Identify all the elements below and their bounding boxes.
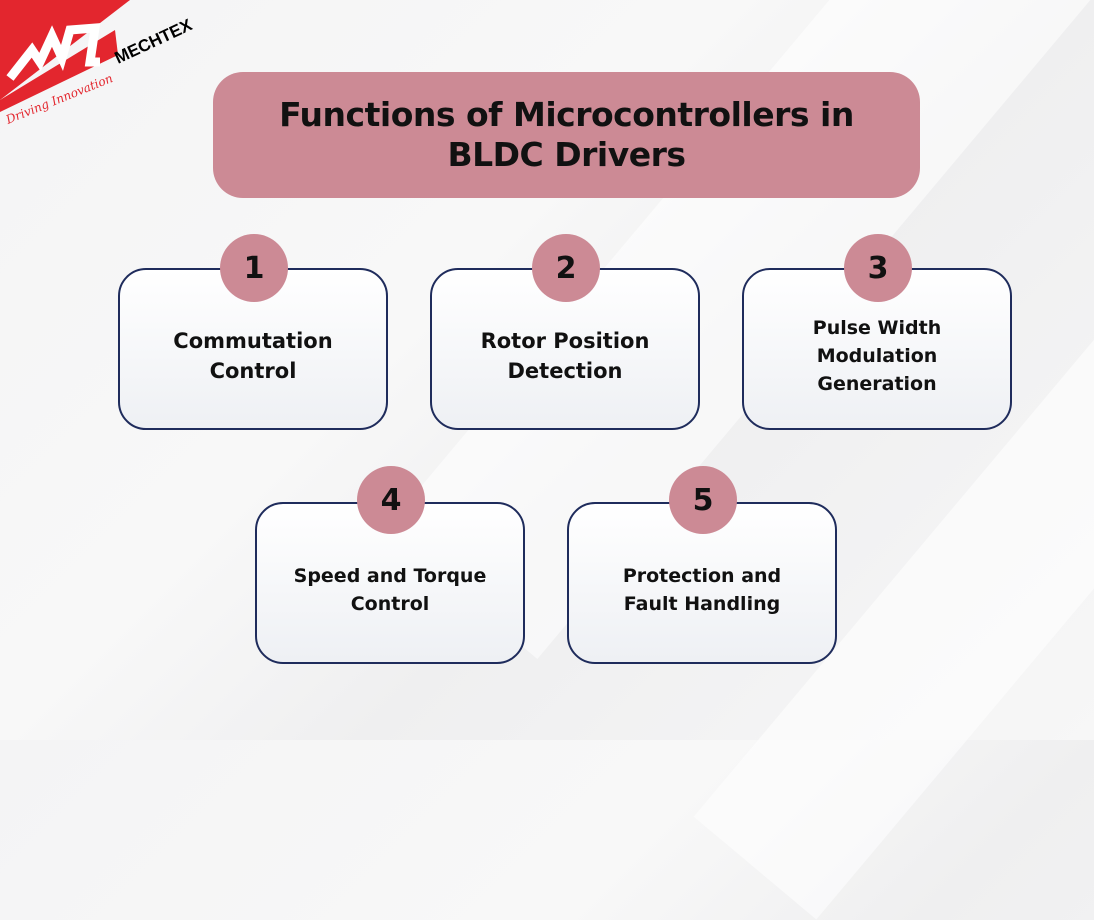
card-label: Rotor Position Detection [480, 329, 650, 383]
card-label: Protection and Fault Handling [622, 565, 782, 615]
number-badge: 4 [357, 466, 425, 534]
card-label: Commutation Control [173, 329, 333, 383]
number-badge: 3 [844, 234, 912, 302]
card-label: Pulse Width Modulation Generation [812, 317, 942, 395]
card-label: Speed and Torque Control [293, 565, 487, 615]
number-badge: 1 [220, 234, 288, 302]
number-badge: 2 [532, 234, 600, 302]
page-title: Functions of Microcontrollers in BLDC Dr… [279, 95, 854, 174]
title-banner: Functions of Microcontrollers in BLDC Dr… [213, 72, 920, 198]
svg-text:MECHTEX: MECHTEX [112, 15, 196, 68]
function-card-5: Protection and Fault Handling [567, 502, 837, 664]
mechtex-logo: MECHTEX Driving Innovation [0, 0, 196, 127]
number-badge: 5 [669, 466, 737, 534]
